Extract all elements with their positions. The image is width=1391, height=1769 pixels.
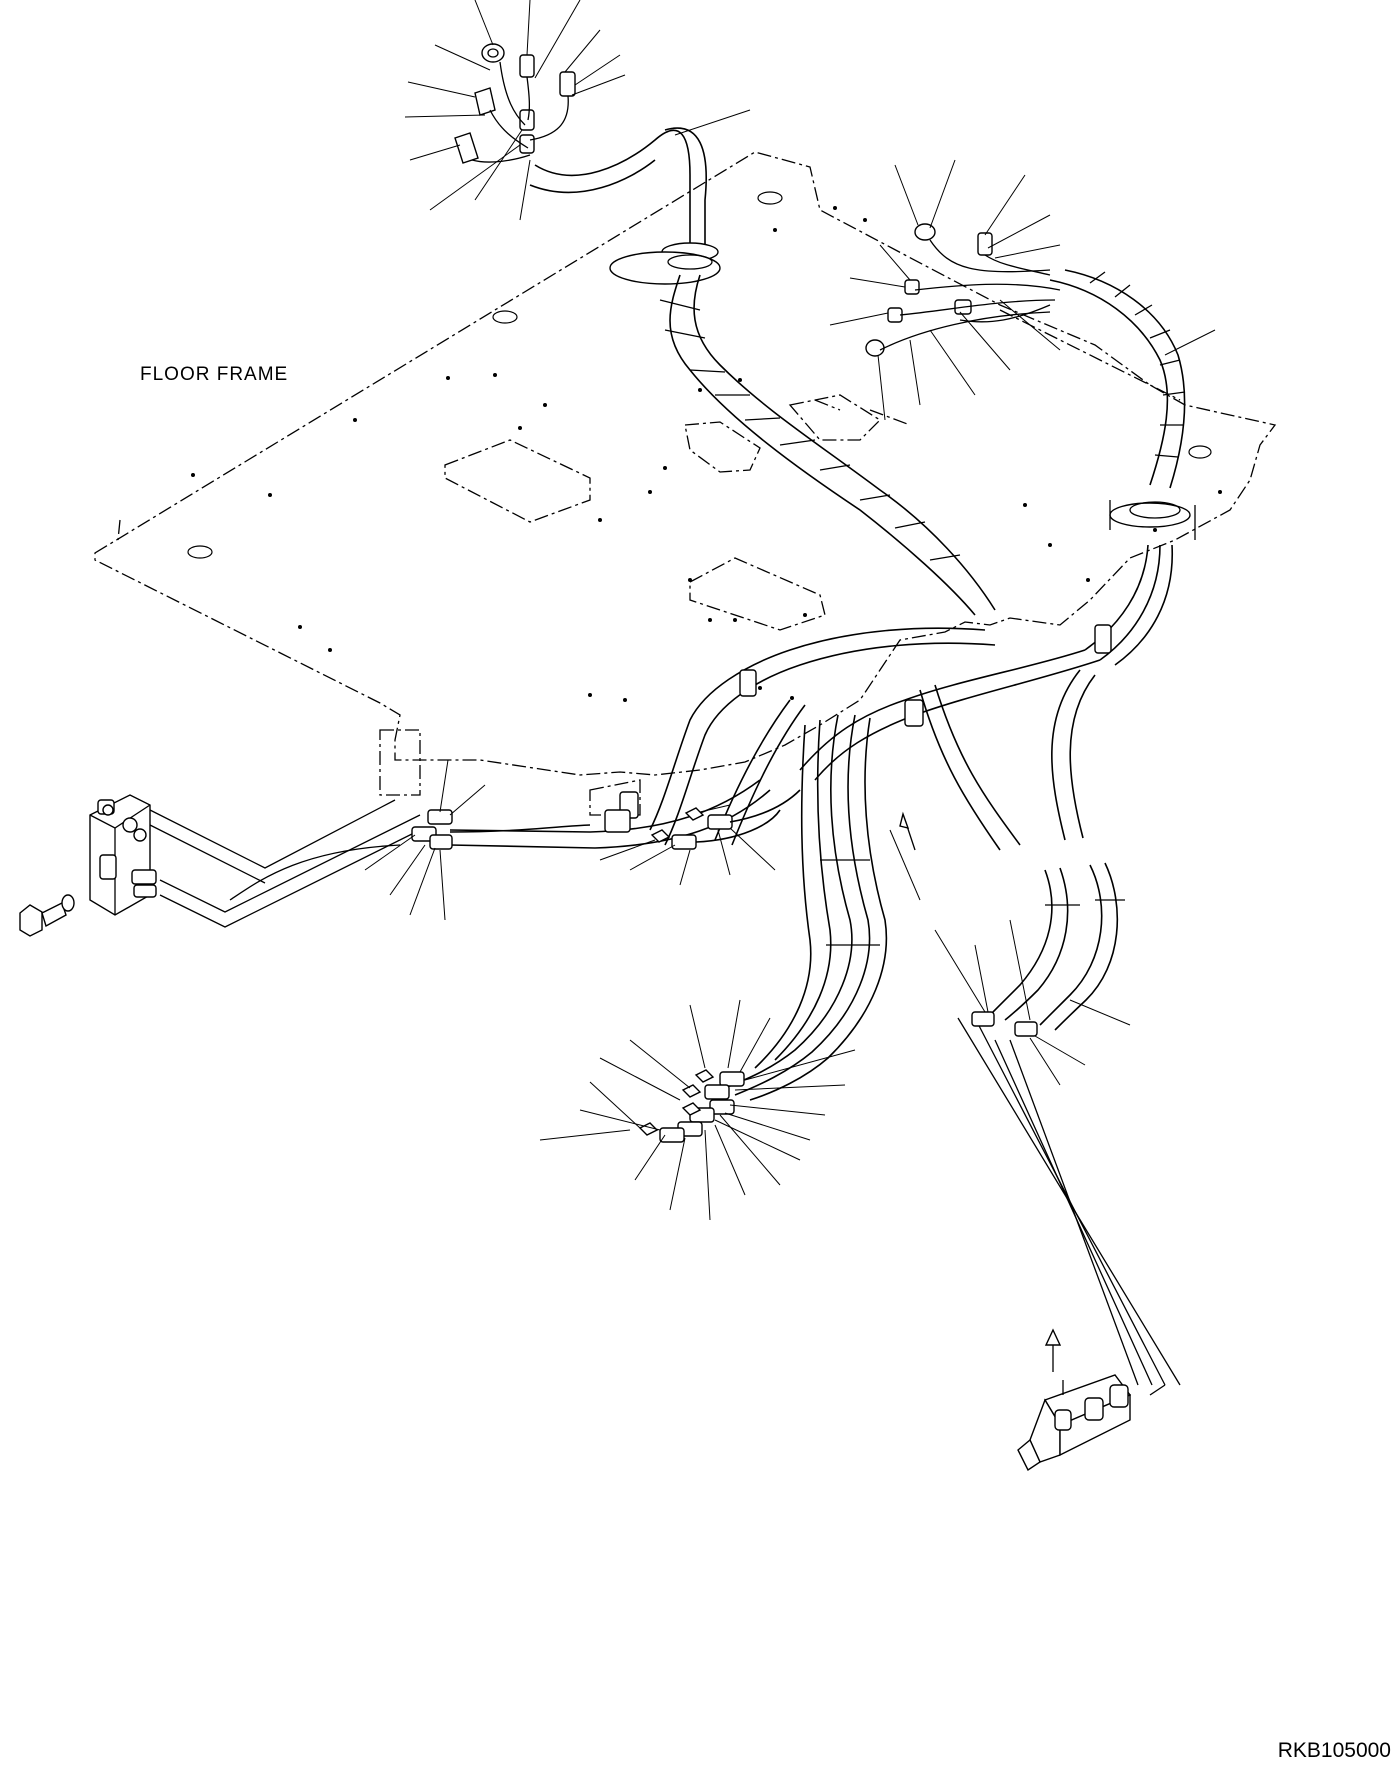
hose-end-fittings-left bbox=[411, 789, 801, 850]
right-hose-pair bbox=[989, 862, 1125, 1031]
direction-arrow-mid bbox=[899, 811, 916, 851]
tube-runs bbox=[149, 799, 1181, 1396]
fitting-cluster-top-left bbox=[454, 43, 576, 164]
center-hose-bundle bbox=[719, 714, 888, 1101]
under-frame-hoses bbox=[619, 624, 1112, 851]
wrapped-hose-bundle-left bbox=[529, 127, 996, 616]
floor-frame-label: FLOOR FRAME bbox=[140, 364, 289, 385]
fitting-cluster-top-right bbox=[865, 223, 1061, 357]
drawing-code: RKB105000 bbox=[1277, 1739, 1391, 1762]
wrapped-hose-bundle-right bbox=[1049, 269, 1196, 666]
hose-end-fittings-right bbox=[971, 1011, 1038, 1037]
frame-holes bbox=[187, 191, 1222, 702]
fitting-cluster-lower-center bbox=[638, 1069, 745, 1143]
valve-block-right bbox=[1017, 1328, 1132, 1472]
left-hose-run bbox=[229, 779, 771, 901]
leader-lines bbox=[364, 0, 1216, 1221]
valve-block-left bbox=[89, 794, 157, 916]
bolt-and-washer bbox=[19, 894, 75, 937]
